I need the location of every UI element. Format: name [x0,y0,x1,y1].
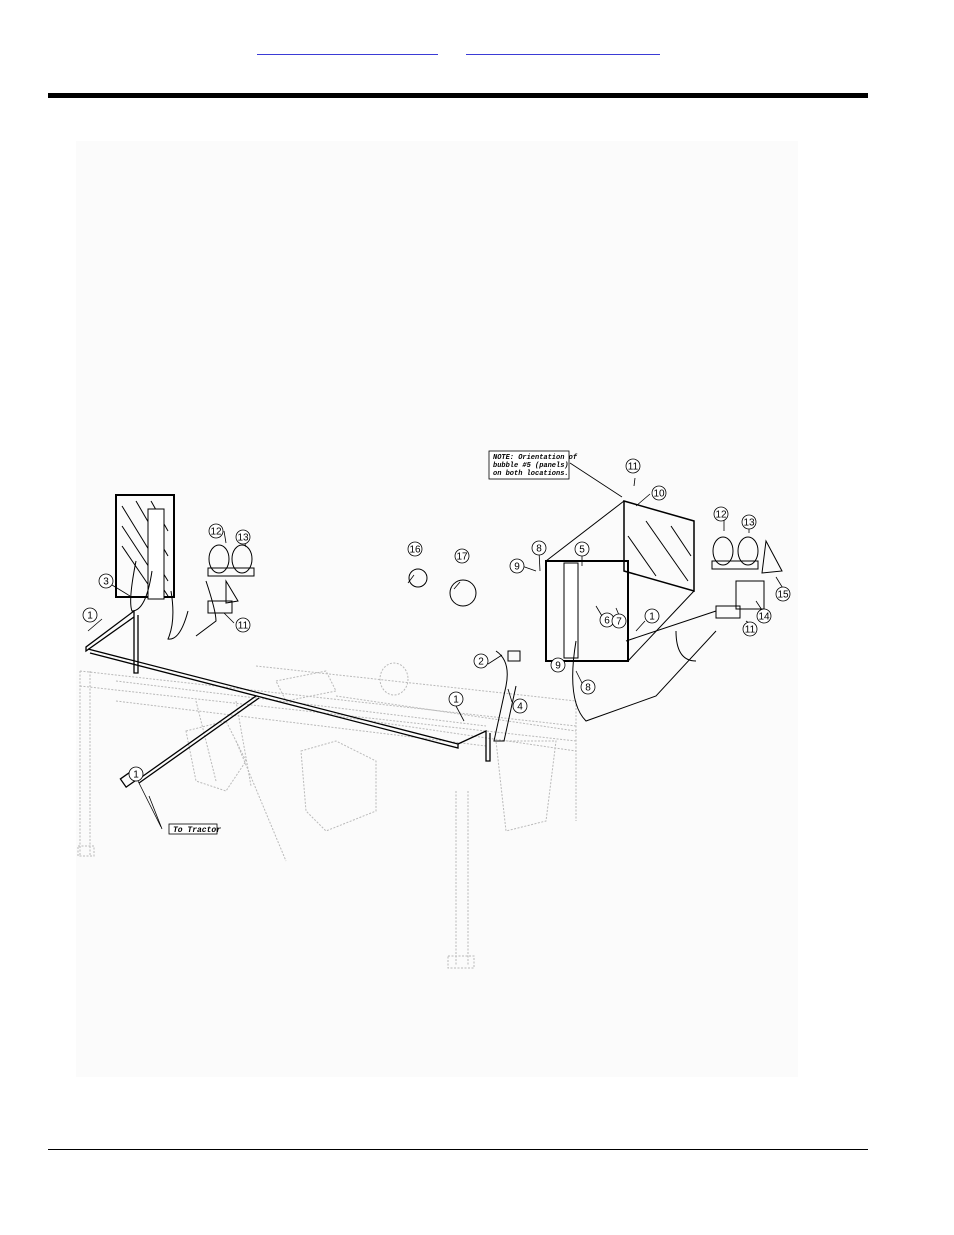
bubble-label: 1 [133,770,139,781]
bubble-13: 13 [235,529,251,545]
bubble-label: 11 [745,625,756,636]
bubble-label: 13 [743,518,755,529]
bubble-2: 2 [473,653,489,669]
bubble-label: 14 [758,612,770,623]
bubble-1: 1 [82,607,98,623]
footer-rule [48,1149,868,1150]
bubble-label: 11 [238,621,249,632]
bubble-label: 8 [585,683,591,694]
bubble-label: 1 [649,612,655,623]
bubble-label: 16 [409,545,421,556]
bubble-label: 5 [579,545,585,556]
left-panel-assembly [115,494,255,640]
bubble-11: 11 [625,458,641,474]
bubble-1: 1 [128,766,144,782]
bubble-label: 9 [514,562,520,573]
bubble-label: 6 [604,616,610,627]
bubble-label: 4 [517,702,523,713]
bubble-12: 12 [713,506,729,522]
leader-lines [87,462,785,830]
parts-drawing: NOTE: Orientation of bubble #5 (panels) … [76,141,798,1077]
bubble-11: 11 [235,617,251,633]
note-line-3: on both locations. [493,470,569,478]
bubble-label: 8 [536,544,542,555]
bubble-10: 10 [651,485,667,501]
to-tractor-callout: To Tractor [168,823,221,835]
note-line-2: bubble #5 (panels) [493,462,569,470]
bubble-5: 5 [574,541,590,557]
bubble-11: 11 [742,621,758,637]
header-link-2[interactable] [466,38,660,55]
wire-harness [85,610,491,789]
bubble-label: 12 [715,510,727,521]
bubble-8: 8 [580,679,596,695]
bubble-9: 9 [550,657,566,673]
header-link-1[interactable] [257,38,438,55]
bubble-8: 8 [531,540,547,556]
header-rule [48,93,868,98]
bubble-13: 13 [741,514,757,530]
bubble-label: 15 [777,590,789,601]
bubble-label: 11 [628,462,639,473]
decal-16 [408,568,428,588]
bubble-label: 1 [87,611,93,622]
bubble-9: 9 [509,558,525,574]
bubble-label: 1 [453,695,459,706]
bubble-14: 14 [756,608,772,624]
bubble-label: 9 [555,661,561,672]
bubble-label: 7 [616,617,622,628]
bubble-label: 12 [210,527,222,538]
to-tractor-label: To Tractor [173,826,221,835]
bubble-15: 15 [775,586,791,602]
bubble-17: 17 [454,548,470,564]
bubble-16: 16 [407,541,423,557]
bubble-1: 1 [448,691,464,707]
bubble-label: 2 [478,657,484,668]
bubble-12: 12 [208,523,224,539]
bubble-label: 17 [456,552,468,563]
bubble-4: 4 [512,698,528,714]
bubble-7: 7 [611,613,627,629]
note-line-1: NOTE: Orientation of [493,454,578,462]
bubble-1: 1 [644,608,660,624]
bubble-label: 3 [103,577,109,588]
note-box: NOTE: Orientation of bubble #5 (panels) … [488,450,578,480]
bubble-label: 13 [237,533,249,544]
right-panel-assembly [493,500,783,742]
bubble-3: 3 [98,573,114,589]
bubble-label: 10 [653,489,665,500]
decal-17 [449,579,477,607]
